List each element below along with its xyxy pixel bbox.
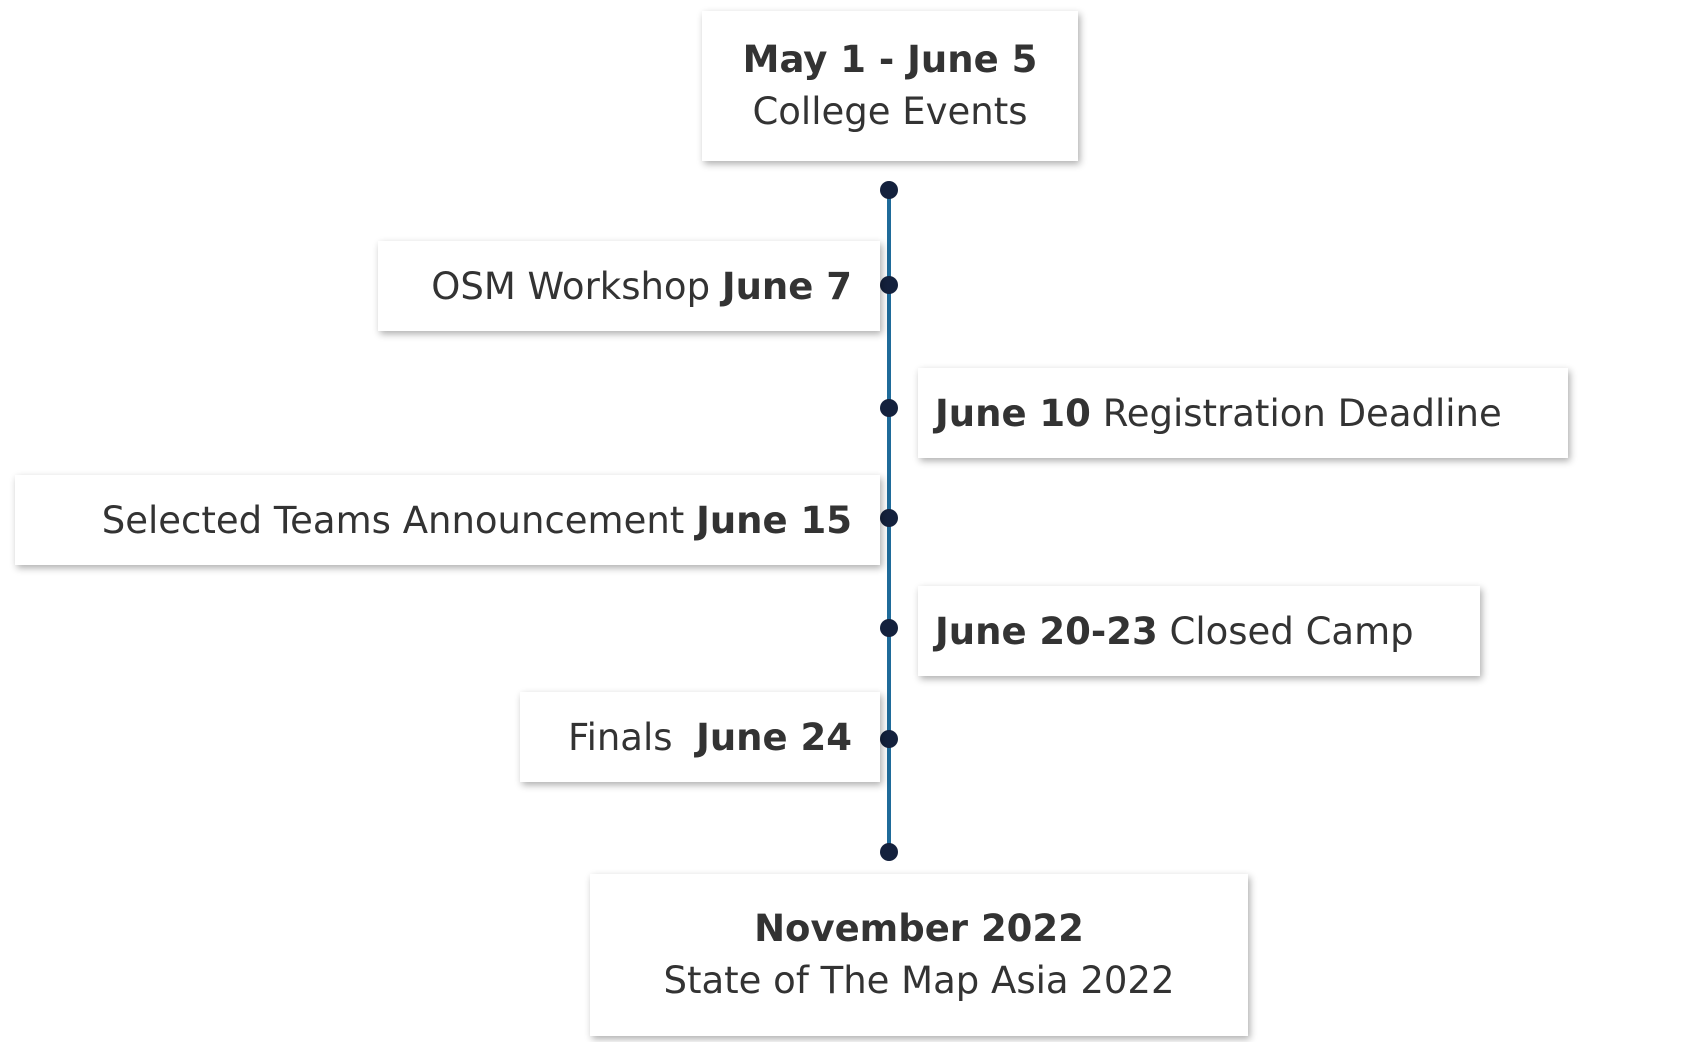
timeline-dot-start <box>880 181 898 199</box>
bottom-event-box: November 2022 State of The Map Asia 2022 <box>590 874 1248 1036</box>
timeline-dot-finals <box>880 730 898 748</box>
event-label: Selected Teams Announcement <box>101 498 685 542</box>
event-label: Closed Camp <box>1169 609 1414 653</box>
top-event-title: College Events <box>752 90 1028 133</box>
timeline-dot-registration-deadline <box>880 399 898 417</box>
top-event-box: May 1 - June 5 College Events <box>702 11 1078 161</box>
timeline-dot-osm-workshop <box>880 276 898 294</box>
event-date: June 20-23 <box>935 609 1158 653</box>
event-date: June 7 <box>721 264 852 308</box>
timeline-dot-end <box>880 843 898 861</box>
timeline-dot-closed-camp <box>880 619 898 637</box>
event-label: Registration Deadline <box>1102 391 1502 435</box>
bottom-event-title: State of The Map Asia 2022 <box>663 959 1175 1002</box>
event-box-finals: Finals June 24 <box>520 692 880 782</box>
top-event-date: May 1 - June 5 <box>742 38 1038 81</box>
event-date: June 10 <box>935 391 1091 435</box>
event-box-registration-deadline: June 10 Registration Deadline <box>918 368 1568 458</box>
event-date: June 15 <box>696 498 852 542</box>
event-box-closed-camp: June 20-23 Closed Camp <box>918 586 1480 676</box>
event-box-osm-workshop: OSM Workshop June 7 <box>378 241 880 331</box>
event-label: Finals <box>567 715 673 759</box>
event-label: OSM Workshop <box>431 264 711 308</box>
bottom-event-date: November 2022 <box>754 907 1084 950</box>
event-box-selected-teams: Selected Teams Announcement June 15 <box>15 475 880 565</box>
timeline-dot-selected-teams <box>880 509 898 527</box>
event-date: June 24 <box>696 715 852 759</box>
